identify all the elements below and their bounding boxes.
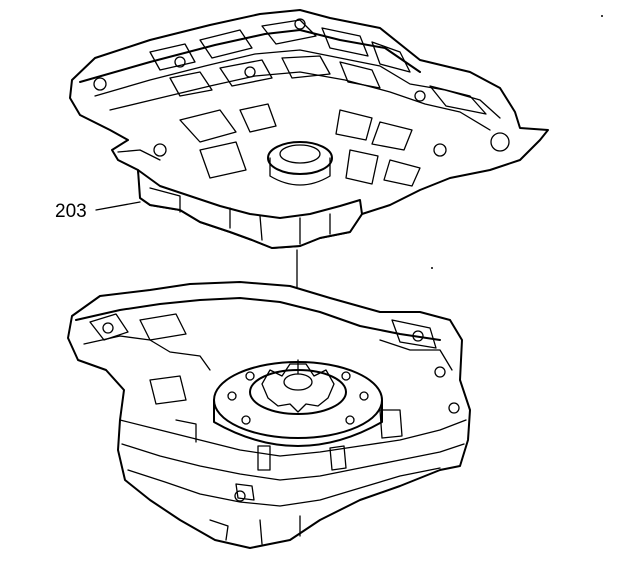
callout-leader-line (95, 201, 141, 211)
valve-body-assembly (69, 9, 549, 249)
speck (431, 267, 433, 269)
callout-203: 203 (55, 201, 141, 222)
pump-housing-assembly (67, 281, 471, 549)
callout-label: 203 (55, 201, 87, 222)
speck (601, 15, 603, 17)
